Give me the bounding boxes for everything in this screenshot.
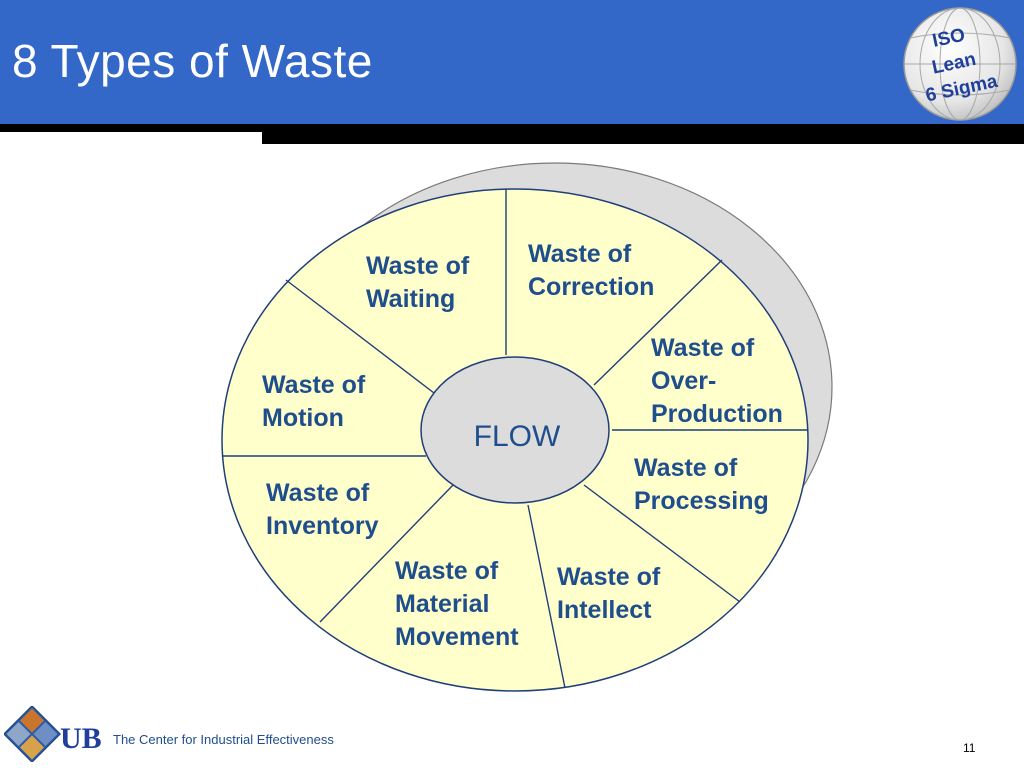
wedge-label-inventory: Waste of Inventory	[266, 479, 379, 540]
wedge-label-processing: Waste of Processing	[634, 454, 769, 515]
wedge-dividers	[222, 189, 808, 689]
ub-footer-logo: UB	[4, 706, 102, 762]
header-bar: 8 Types of Waste	[0, 0, 1024, 124]
ub-logo-text: UB	[60, 722, 102, 755]
page-title: 8 Types of Waste	[12, 35, 373, 87]
diamond-photo-collage-icon	[4, 706, 61, 762]
footer-organization: The Center for Industrial Effectiveness	[113, 732, 334, 747]
iso-lean-six-sigma-globe-logo: ISO Lean 6 Sigma	[903, 7, 1017, 121]
wedge-label-over-production: Waste of Over- Production	[651, 334, 783, 428]
wedge-label-motion: Waste of Motion	[262, 371, 366, 432]
flow-label: FLOW	[474, 420, 561, 453]
page-number: 11	[963, 741, 976, 755]
wedge-label-material-movement: Waste of Material Movement	[395, 557, 519, 651]
flow-hub	[420, 356, 610, 504]
header-divider-gap	[0, 132, 262, 144]
wedge-label-waiting: Waste of Waiting	[366, 252, 470, 313]
wedge-label-intellect: Waste of Intellect	[557, 563, 661, 624]
wedge-label-correction: Waste of Correction	[528, 240, 655, 301]
